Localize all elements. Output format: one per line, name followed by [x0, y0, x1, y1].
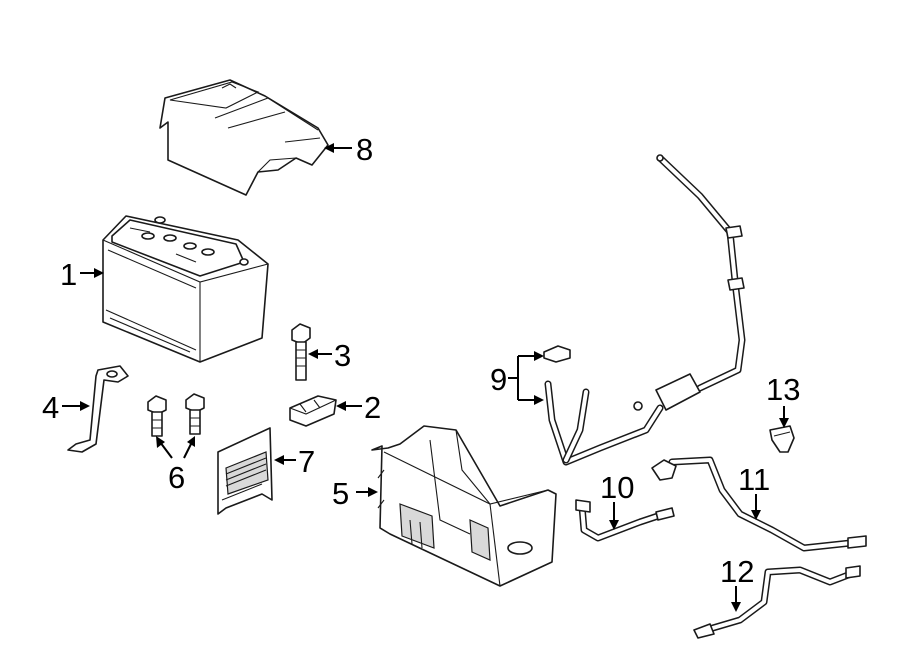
ground-cable-part-10[interactable]: [575, 499, 675, 542]
callout-6: 6: [168, 460, 185, 495]
callout-10: 10: [600, 470, 634, 505]
callout-9: 9: [490, 362, 507, 397]
battery-part[interactable]: [102, 215, 269, 363]
callout-8: 8: [356, 132, 373, 167]
battery-bracket-part[interactable]: [217, 427, 273, 515]
leader-lines: [62, 143, 789, 612]
bolt-part-6b[interactable]: [185, 393, 205, 435]
bolt-part-6a[interactable]: [147, 395, 167, 437]
callout-5: 5: [332, 476, 349, 511]
hold-down-clamp-part[interactable]: [289, 395, 337, 427]
sensor-part-13[interactable]: [769, 425, 795, 453]
battery-cable-part-11[interactable]: [651, 456, 867, 552]
callout-7: 7: [298, 444, 315, 479]
callout-4: 4: [42, 390, 59, 425]
battery-cover-part[interactable]: [159, 79, 329, 196]
callout-1: 1: [60, 257, 77, 292]
positive-cable-part[interactable]: [543, 154, 746, 466]
battery-tray-part[interactable]: [371, 425, 557, 587]
callout-11: 11: [738, 462, 770, 497]
callout-12: 12: [720, 554, 754, 589]
callout-3: 3: [334, 338, 351, 373]
callout-2: 2: [364, 390, 381, 425]
battery-cable-part-12[interactable]: [693, 565, 861, 639]
callout-13: 13: [766, 372, 800, 407]
hold-down-bracket-part[interactable]: [67, 365, 129, 453]
bolt-part-3[interactable]: [291, 323, 311, 381]
callout-labels: 8 1 3 2 4 6 7 5 9 10 11 12 13: [42, 132, 800, 589]
